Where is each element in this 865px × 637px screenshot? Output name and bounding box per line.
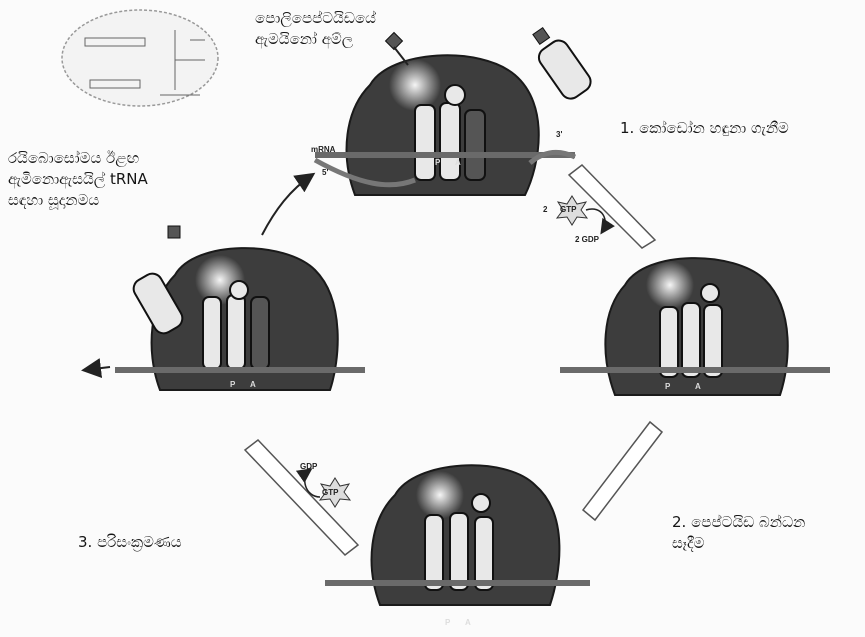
step1-label: 1. කෝඩෝන හඳුනා ගැනීම (620, 118, 789, 139)
gdp-bottom-label: GDP (300, 462, 317, 471)
ribosome-bottom (325, 465, 590, 605)
a-site-bottom: A (465, 618, 471, 627)
inset-schematic (62, 10, 218, 106)
step3-label: 3. පරිසංක්‍රමණය (78, 532, 182, 553)
gtp-bottom-label: GTP (322, 488, 338, 497)
a-site-left: A (250, 380, 256, 389)
three-prime-label: 3' (556, 130, 562, 139)
two-gdp-label: 2 GDP (575, 235, 599, 244)
ribosome-right (560, 258, 830, 395)
ribosome-top (315, 33, 575, 195)
arrow-up-left (262, 175, 312, 235)
p-site-left: P (230, 380, 235, 389)
incoming-trna (525, 22, 595, 103)
ribosome-ready-label: රයිබොසෝමය ඊළඟ ඇමිනොඇසයිල් tRNA සඳහා සූදා… (8, 148, 148, 211)
a-site-right: A (695, 382, 701, 391)
arrow-step2 (583, 422, 662, 520)
p-site-bottom: P (445, 618, 450, 627)
polypeptide-label: පොලිපෙප්ටයිඩයේ ඇමයිනෝ අම්ල (255, 8, 376, 50)
five-prime-label: 5' (322, 168, 328, 177)
amino-acid-icon (168, 226, 180, 238)
two-gtp-label: 2 (543, 205, 547, 214)
p-site-right: P (665, 382, 670, 391)
release-arrow (85, 367, 110, 370)
mrna-label: mRNA (311, 145, 335, 154)
step2-label: 2. පෙප්ටයිඩ බන්ධන සෑදීම (672, 512, 805, 554)
a-site-label: A (455, 158, 461, 167)
p-site-label: P (435, 158, 440, 167)
gtp-top-label: GTP (560, 205, 576, 214)
